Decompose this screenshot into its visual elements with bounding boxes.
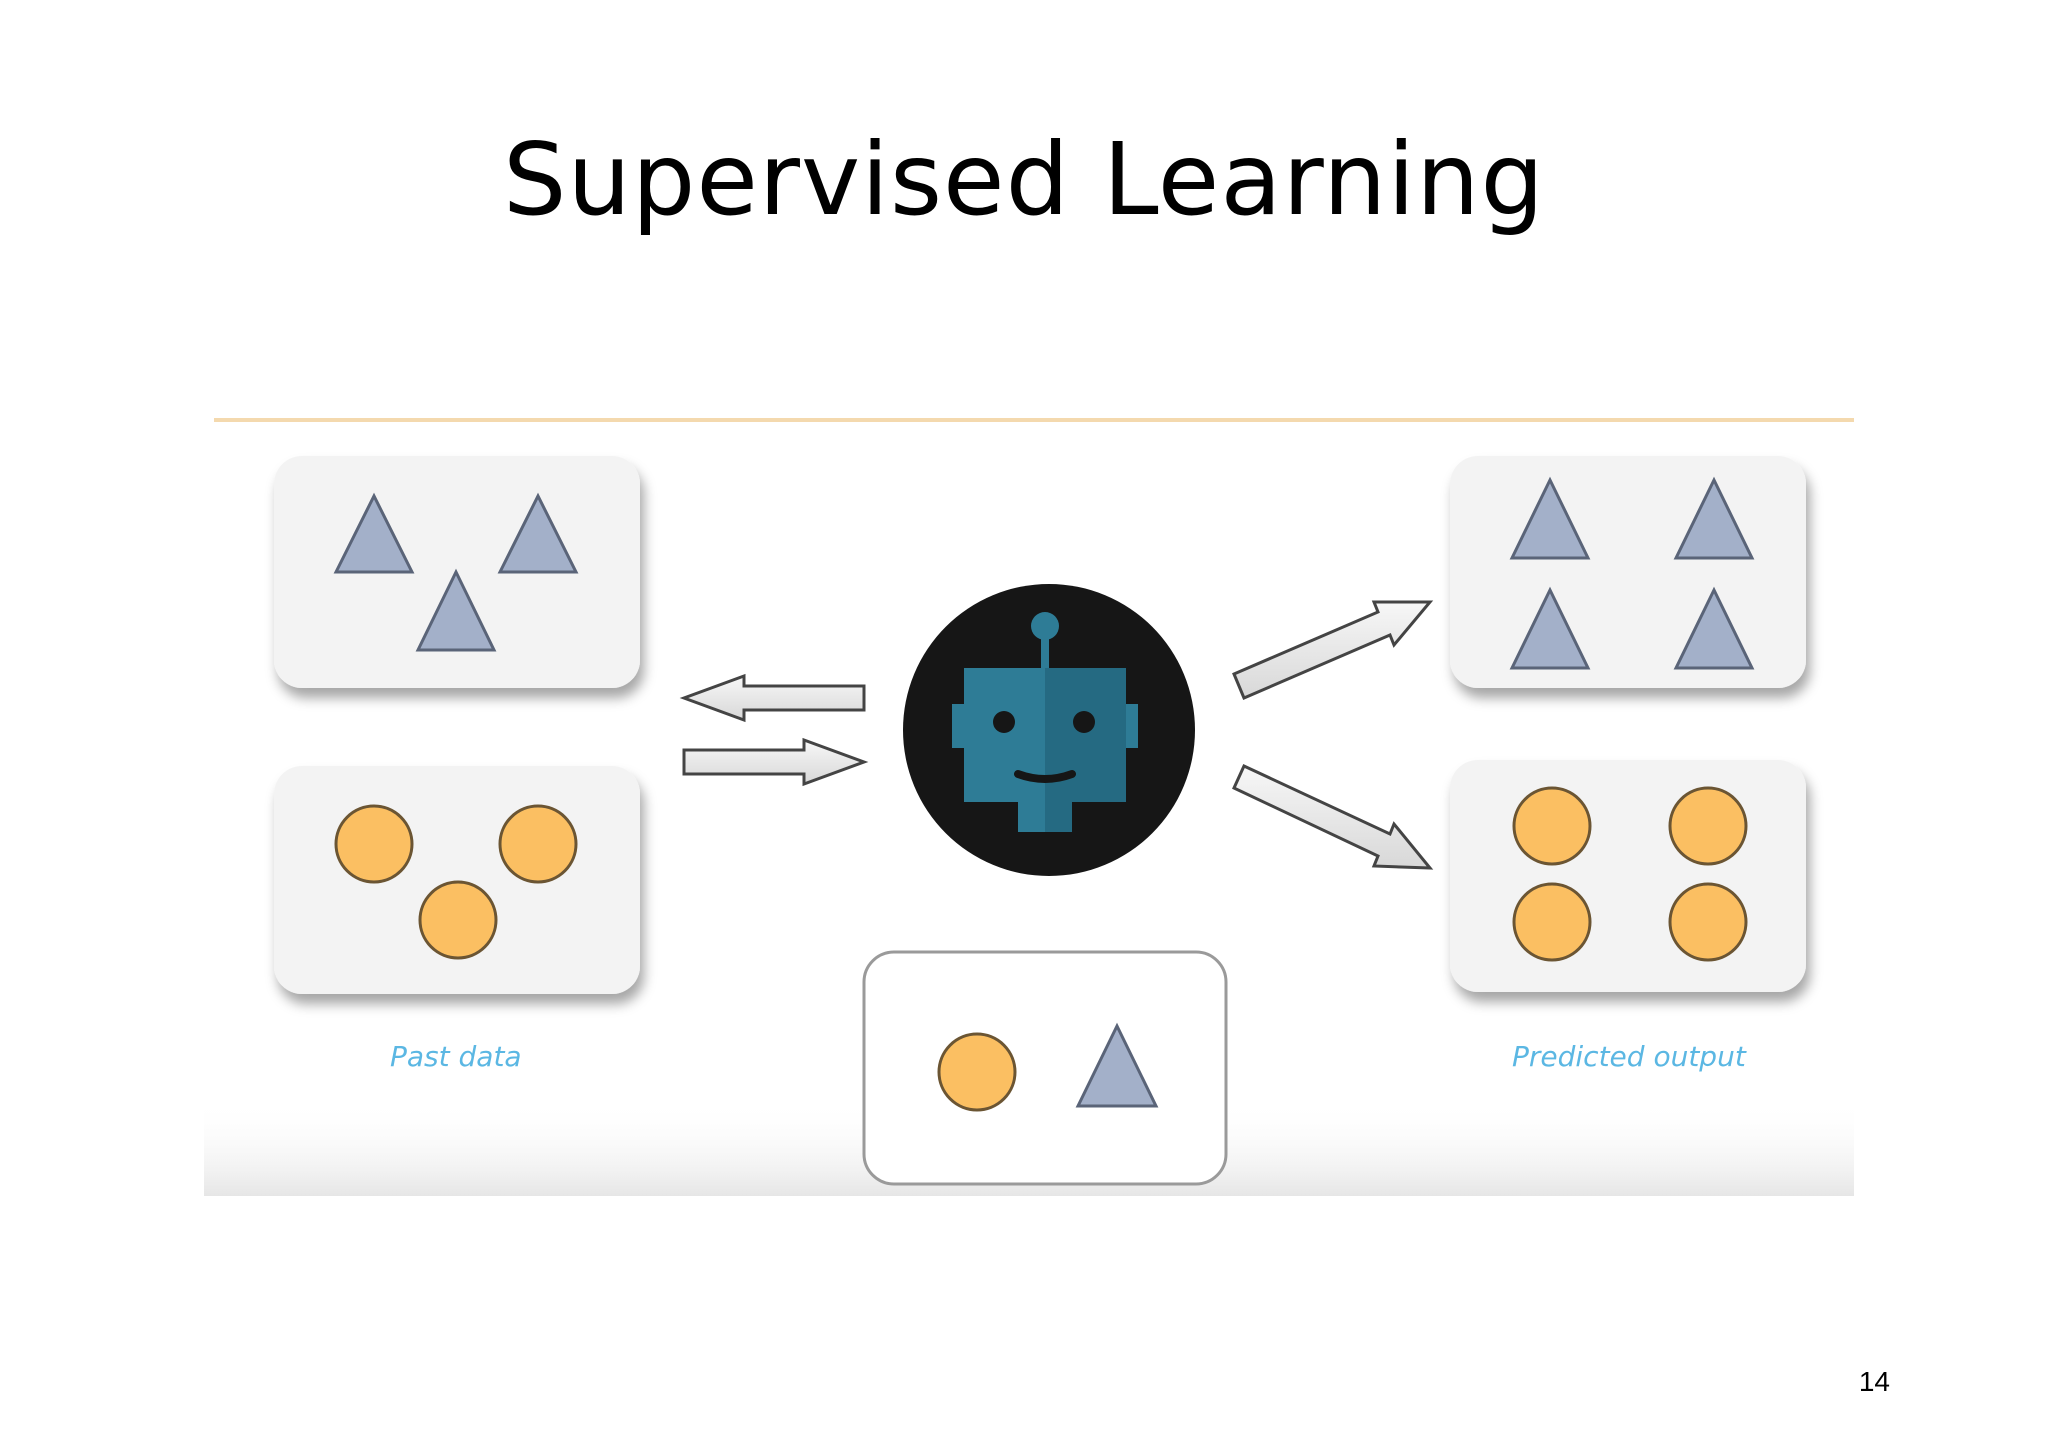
robot-mouth <box>1014 770 1076 783</box>
page-number: 14 <box>1858 1366 1890 1397</box>
arrow-icon <box>682 737 869 787</box>
circle-icon <box>1668 786 1748 866</box>
circle-icon <box>498 804 578 884</box>
prediction-arrows <box>1232 600 1434 870</box>
arrow-icon <box>1232 764 1434 870</box>
robot-eye-left <box>993 711 1015 733</box>
training-arrows <box>679 673 869 787</box>
triangle-icon <box>333 492 415 574</box>
circle-icon <box>418 880 498 960</box>
arrow-icon <box>1232 600 1434 700</box>
past-data-triangles-card <box>274 456 640 688</box>
circle-icon <box>334 804 414 884</box>
new-input-card <box>862 950 1228 1186</box>
slide-title: Supervised Learning <box>503 121 1545 238</box>
triangle-icon <box>1509 476 1591 560</box>
predicted-output-caption: Predicted output <box>1512 1040 1746 1073</box>
robot-ear-left <box>952 704 966 748</box>
triangle-icon <box>1509 586 1591 670</box>
card-background <box>274 766 640 994</box>
predicted-triangles-card <box>1450 456 1806 688</box>
triangle-icon <box>1673 476 1755 560</box>
robot-antenna-tip <box>1031 612 1059 640</box>
circle-icon <box>937 1032 1017 1112</box>
triangle-icon <box>415 568 497 652</box>
circle-icon <box>1512 786 1592 866</box>
triangle-icon <box>1673 586 1755 670</box>
card-background <box>862 950 1228 1186</box>
arrow-icon <box>679 673 866 723</box>
card-background <box>1450 760 1806 992</box>
robot-chin-shade <box>1045 802 1072 832</box>
card-background <box>1450 456 1806 688</box>
robot-eye-right <box>1073 711 1095 733</box>
triangle-icon <box>1075 1022 1159 1108</box>
past-data-caption: Past data <box>390 1040 522 1073</box>
diagram-canvas <box>204 400 1854 1196</box>
circle-icon <box>1512 882 1592 962</box>
past-data-circles-card <box>274 766 640 994</box>
triangle-icon <box>497 492 579 574</box>
supervised-learning-diagram: Past data Predicted output <box>204 400 1854 1196</box>
predicted-circles-card <box>1450 760 1806 992</box>
robot-ear-right <box>1124 704 1138 748</box>
circle-icon <box>1668 882 1748 962</box>
robot-model <box>903 584 1195 876</box>
